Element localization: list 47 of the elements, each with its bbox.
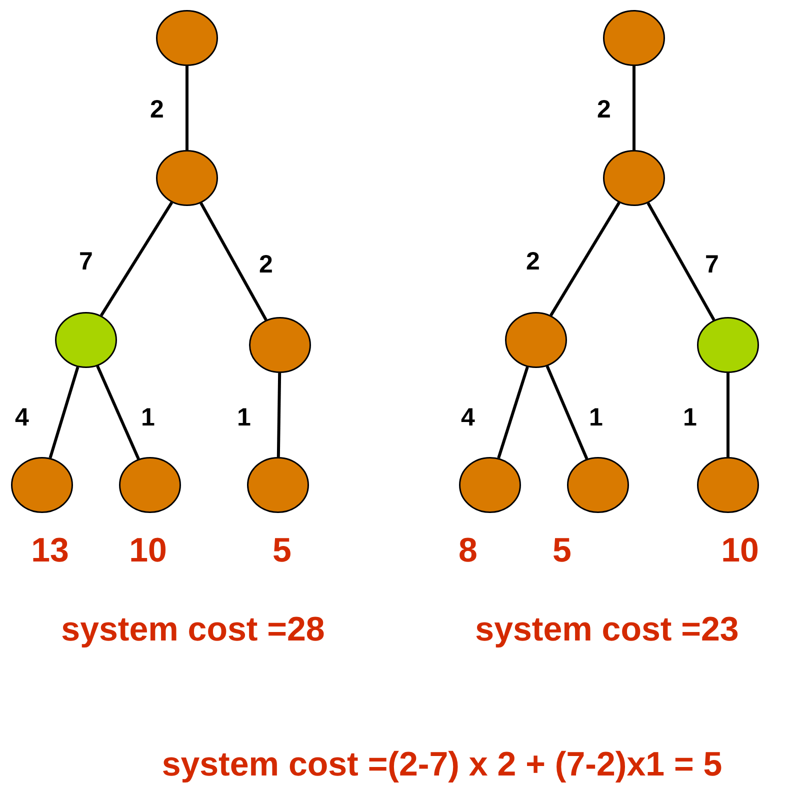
tree-edge (546, 366, 588, 460)
tree-edge (200, 202, 268, 321)
cost-difference-formula: system cost =(2-7) x 2 + (7-2)x1 = 5 (162, 746, 722, 784)
tree-edge (48, 366, 80, 458)
tree-node-circle (11, 457, 73, 513)
tree-edge (550, 202, 620, 316)
edge-weight-label: 4 (461, 404, 475, 432)
tree-node-circle (505, 312, 567, 368)
tree-node-circle (603, 150, 665, 206)
tree-edge (632, 66, 636, 150)
tree-node-circle (697, 317, 759, 373)
tree-edge (646, 202, 716, 321)
edge-weight-label: 1 (141, 404, 155, 432)
leaf-cost-value: 5 (272, 532, 292, 570)
edge-weight-label: 2 (526, 248, 540, 276)
edge-weight-label: 1 (683, 404, 697, 432)
tree-edge (726, 373, 730, 457)
tree-node-circle (247, 457, 309, 513)
edge-weight-label: 2 (259, 250, 273, 280)
tree-node-circle (156, 150, 218, 206)
tree-node-circle (603, 10, 665, 66)
tree-node-circle (567, 457, 629, 513)
tree-node-circle (697, 457, 759, 513)
tree-edge (186, 66, 188, 150)
edge-weight-label: 7 (705, 250, 719, 280)
edge-weight-label: 1 (589, 404, 603, 432)
leaf-cost-value: 13 (31, 532, 69, 570)
tree-node-circle (156, 10, 218, 66)
edge-weight-label: 2 (150, 96, 164, 124)
leaf-cost-value: 8 (458, 532, 478, 570)
tree-node-circle (249, 317, 311, 373)
leaf-cost-value: 10 (721, 532, 759, 570)
tree-edge (276, 372, 282, 458)
leaf-cost-value: 5 (552, 532, 572, 570)
system-cost-text: system cost =23 (475, 610, 739, 650)
system-cost-text: system cost =28 (61, 610, 325, 650)
tree-node-circle (119, 457, 181, 513)
tree-node-circle (459, 457, 521, 513)
edge-weight-label: 1 (237, 404, 251, 432)
edge-weight-label: 7 (79, 248, 93, 276)
leaf-cost-value: 10 (129, 532, 167, 570)
tree-edge (96, 365, 140, 460)
tree-edge (100, 202, 174, 316)
tree-node-circle (55, 312, 117, 368)
edge-weight-label: 4 (15, 404, 29, 432)
edge-weight-label: 2 (597, 96, 611, 124)
tree-edge (497, 366, 529, 459)
